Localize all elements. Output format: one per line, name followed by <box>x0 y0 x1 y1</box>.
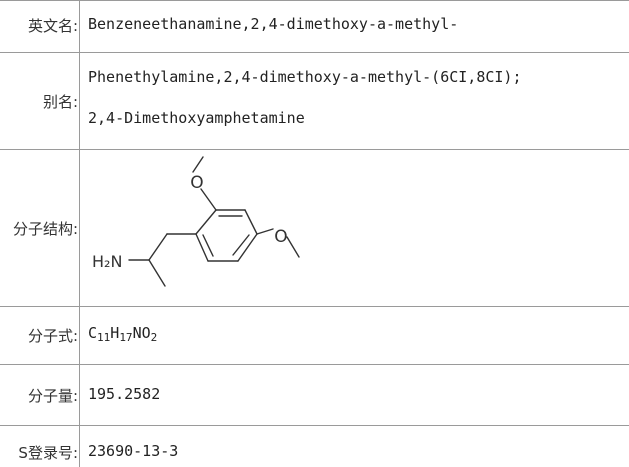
row-alias: 别名: Phenethylamine,2,4-dimethoxy-a-methy… <box>0 53 629 150</box>
cas-label: S登录号: <box>18 444 78 462</box>
row-formula: 分子式: C11H17NO2 <box>0 307 629 365</box>
label-cell: 英文名: <box>0 1 80 52</box>
label-cell: 分子量: <box>0 365 80 425</box>
formula-subscript: 2 <box>150 331 158 344</box>
bond <box>286 236 300 258</box>
bond <box>200 188 217 211</box>
formula-element: H <box>110 324 120 342</box>
double-bond <box>232 234 250 256</box>
bond <box>195 233 209 262</box>
formula-subscript: 17 <box>119 331 133 344</box>
molecule-structure: O O H₂N <box>92 156 300 287</box>
row-structure: 分子结构: <box>0 150 629 307</box>
bond <box>148 259 166 287</box>
mass-value: 195.2582 <box>88 385 161 403</box>
alias-line-1: Phenethylamine,2,4-dimethoxy-a-methyl-(6… <box>88 68 522 86</box>
bond <box>192 156 204 173</box>
row-cas: S登录号: 23690-13-3 <box>0 426 629 467</box>
bond <box>237 233 258 262</box>
row-english-name: 英文名: Benzeneethanamine,2,4-dimethoxy-a-m… <box>0 1 629 53</box>
row-mass: 分子量: 195.2582 <box>0 365 629 426</box>
oxygen-atom-label: O <box>274 227 287 247</box>
formula-subscript: 11 <box>97 331 111 344</box>
label-cell: 分子结构: <box>0 150 80 306</box>
amine-label: H₂N <box>92 252 122 271</box>
bond <box>244 209 258 235</box>
formula-label: 分子式: <box>27 327 78 345</box>
cas-value: 23690-13-3 <box>88 442 179 460</box>
formula-value: C11H17NO2 <box>88 324 157 344</box>
bond <box>195 209 217 235</box>
label-cell: 别名: <box>0 53 80 149</box>
label-cell: S登录号: <box>0 426 80 467</box>
label-cell: 分子式: <box>0 307 80 364</box>
structure-label: 分子结构: <box>12 220 78 238</box>
double-bond <box>202 234 214 257</box>
bond <box>256 228 274 235</box>
bond <box>148 233 168 261</box>
english-name-label: 英文名: <box>27 17 78 35</box>
mass-label: 分子量: <box>27 387 78 405</box>
formula-element: C <box>88 324 98 342</box>
alias-label: 别名: <box>42 93 78 111</box>
english-name-value: Benzeneethanamine,2,4-dimethoxy-a-methyl… <box>88 15 459 33</box>
alias-line-2: 2,4-Dimethoxyamphetamine <box>88 109 305 127</box>
oxygen-atom-label: O <box>190 173 203 193</box>
formula-element: NO <box>132 324 151 342</box>
